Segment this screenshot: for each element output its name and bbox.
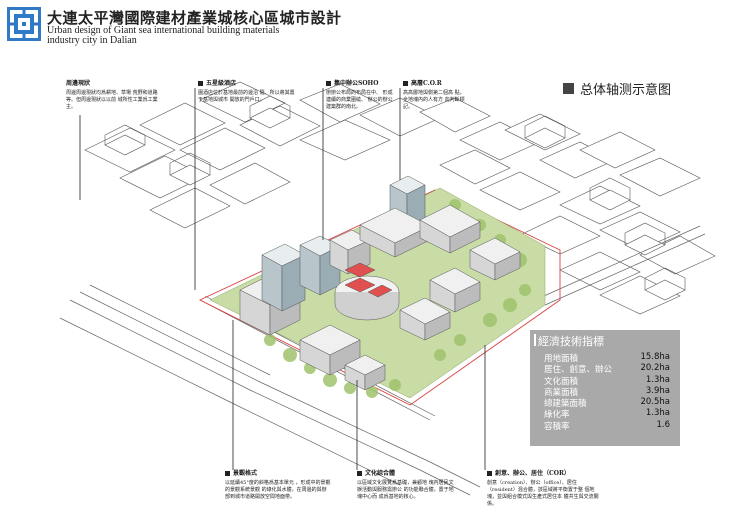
indicator-row: 綠化率 1.3ha xyxy=(544,408,670,421)
callout-text: 園酒店位於基地最前的邊沿 隨、所以將其置于基地與城市 開放的門戶口。 xyxy=(198,90,295,103)
callout-cultural-complex: 文化綜合體 以區域文化展覽爲基礎，兼顧地 塊內居民文娛活動與服務需辦公 的功能聯… xyxy=(357,470,457,501)
economic-indicators-panel: 經濟技術指標 用地面積 15.8ha 居住、創意、辦公 20.2ha 文化面積 1.3… xyxy=(530,330,680,446)
indicator-label: 綠化率 xyxy=(544,410,570,421)
page-title: 大連太平灣國際建材產業城核心區城市設計 xyxy=(47,9,342,27)
callout-soho: 集中辦公SOHO 辦辦公布局的布局在中、 形成連續的商業圍繞、 辦公的辦公建築群… xyxy=(326,80,394,111)
indicator-label: 用地面積 xyxy=(544,354,579,364)
background-buildings xyxy=(104,95,686,301)
square-bullet-icon xyxy=(403,81,408,86)
indicator-label: 文化面積 xyxy=(544,376,579,387)
callout-five-star-hotel: 五星級酒店 園酒店位於基地最前的邊沿 隨、所以將其置于基地與城市 開放的門戶口。 xyxy=(198,80,296,104)
callout-text: 創意（creation）、辦公（office）、居住 （resident）混合體… xyxy=(487,480,599,507)
indicator-value: 1.6 xyxy=(656,419,670,430)
square-bullet-icon xyxy=(563,83,574,94)
indicator-value: 15.8ha xyxy=(640,352,670,362)
indicator-row: 用地面積 15.8ha xyxy=(544,352,670,364)
indicator-row: 總建築面積 20.5ha xyxy=(544,397,670,410)
callout-heading: 周邊現狀 xyxy=(66,80,91,87)
square-bullet-icon xyxy=(326,81,331,86)
indicator-row: 容積率 1.6 xyxy=(544,419,670,432)
indicator-value: 1.3ha xyxy=(645,408,670,419)
callout-heading: 創意、辦公、居住（COR） xyxy=(495,470,570,477)
square-bullet-icon xyxy=(487,471,492,476)
callout-heading: 五星級酒店 xyxy=(206,80,237,87)
callout-cor-mix: 創意、辦公、居住（COR） 創意（creation）、辦公（office）、居住… xyxy=(487,470,599,508)
indicator-row: 文化面積 1.3ha xyxy=(544,374,670,387)
callout-surroundings: 周邊現狀 周邊周邊現狀均爲耕地、草場 荒野和道路等。但周邊現狀以以前 城所性工業… xyxy=(66,80,161,111)
callout-heading: 文化綜合體 xyxy=(365,470,396,477)
indicator-label: 容積率 xyxy=(544,421,570,432)
callout-leaders xyxy=(79,88,486,470)
subtitle-line-2: industry city in Dalian xyxy=(47,35,137,46)
callout-text: 高高層地與側第二個高 點，全地塊內的人有方 向判斷標記。 xyxy=(403,90,465,110)
title-bar-mark xyxy=(534,334,536,346)
square-bullet-icon xyxy=(225,471,230,476)
callout-cor-highrise: 高層C.O.R 高高層地與側第二個高 點，全地塊內的人有方 向判斷標記。 xyxy=(403,80,465,111)
square-bullet-icon xyxy=(357,471,362,476)
callout-text: 周邊周邊現狀均爲耕地、草場 荒野和道路等。但周邊現狀以以前 城所性工業爲工業主。 xyxy=(66,90,158,110)
logo-icon xyxy=(7,7,41,41)
indicator-label: 商業面積 xyxy=(544,387,579,398)
page-subtitle: Urban design of Giant sea international … xyxy=(47,26,279,46)
indicator-label: 居住、創意、辦公 xyxy=(544,365,613,376)
axon-diagram-title: 总体轴测示意图 xyxy=(563,79,671,98)
indicator-list: 用地面積 15.8ha 居住、創意、辦公 20.2ha 文化面積 1.3ha 商業面積… xyxy=(544,352,670,432)
indicator-value: 3.9ha xyxy=(645,385,670,396)
callout-heading: 集中辦公SOHO xyxy=(334,80,379,87)
indicator-value: 1.3ha xyxy=(645,374,670,385)
indicator-row: 商業面積 3.9ha xyxy=(544,385,670,398)
panel-title: 經濟技術指標 xyxy=(538,335,604,348)
subtitle-line-1: Urban design of Giant sea international … xyxy=(47,25,280,36)
callout-landscape: 景觀格式 以延續45°度的斜格爲基本單元 ，形成中的景觀的景觀系統景觀 的綠化與… xyxy=(225,470,333,501)
indicator-row: 居住、創意、辦公 20.2ha xyxy=(544,363,670,376)
indicator-value: 20.5ha xyxy=(640,397,670,408)
axon-title-text: 总体轴测示意图 xyxy=(580,83,672,98)
callout-heading: 高層C.O.R xyxy=(411,80,442,87)
callout-text: 以區域文化展覽爲基礎，兼顧地 塊內居民文娛活動與服務需辦公 的功能聯合體，置于地… xyxy=(357,480,454,500)
site-buildings xyxy=(239,175,521,391)
indicator-value: 20.2ha xyxy=(640,363,670,374)
callout-text: 辦辦公布局的布局在中、 形成連續的商業圍繞、 辦公的辦公建築群的南北。 xyxy=(326,90,393,110)
square-bullet-icon xyxy=(198,81,203,86)
indicator-label: 總建築面積 xyxy=(544,399,587,410)
callout-text: 以延續45°度的斜格爲基本單元 ，形成中的景觀的景觀系統景觀 的綠化與水體，在周… xyxy=(225,480,331,500)
callout-heading: 景觀格式 xyxy=(233,470,258,477)
